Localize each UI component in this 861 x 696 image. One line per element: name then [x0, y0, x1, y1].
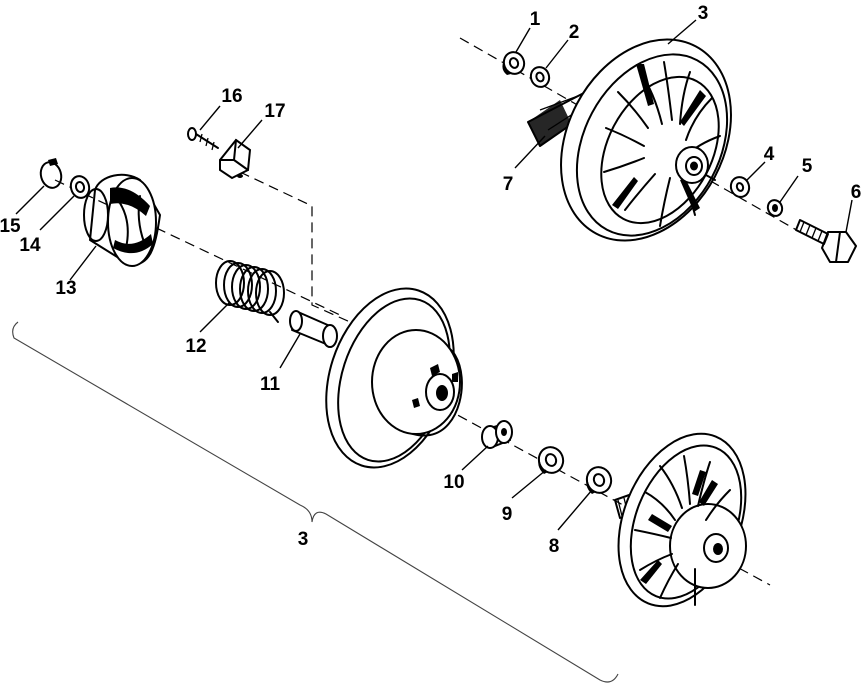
part-4-washer: [729, 176, 751, 198]
part-3-lower-sheave: [614, 432, 747, 608]
part-1-washer: [502, 51, 526, 75]
callout-13: 13: [55, 278, 76, 299]
part-2-washer: [529, 66, 551, 88]
callout-3-upper: 3: [698, 3, 709, 24]
callout-15: 15: [0, 216, 21, 237]
assembly-bracket: [12, 321, 619, 683]
part-9-washer: [537, 446, 565, 474]
part-12-spring: [215, 260, 285, 323]
callout-12: 12: [185, 336, 206, 357]
part-14-washer: [69, 175, 91, 199]
part-17-slider: [219, 138, 252, 180]
callout-16: 16: [221, 86, 242, 107]
callout-17: 17: [264, 101, 285, 122]
part-16-screw: [187, 127, 219, 151]
callout-5: 5: [802, 156, 813, 177]
callout-3-assembly: 3: [298, 529, 309, 550]
part-11-bushing: [289, 310, 338, 348]
leader-lines: [15, 19, 853, 531]
callout-7: 7: [503, 174, 514, 195]
part-8-washer: [585, 466, 613, 494]
callout-2: 2: [569, 22, 580, 43]
part-13-cam: [83, 173, 161, 267]
callout-10: 10: [443, 472, 464, 493]
callout-11: 11: [260, 374, 281, 395]
part-10-bushing: [481, 420, 513, 449]
part-15-snap-ring: [39, 158, 63, 189]
callout-6: 6: [851, 182, 861, 203]
callout-labels: 1 2 3 4 5 6 7 8 9 10 11 12 13 14 15 16 1…: [0, 3, 861, 557]
lower-sheave-fins: [634, 455, 731, 606]
part-5-lock-washer: [766, 199, 784, 217]
part-3-upper-sheave: [560, 38, 732, 242]
callout-1: 1: [530, 9, 541, 30]
part-3-middle-sheave: [325, 287, 463, 469]
callout-14: 14: [19, 235, 41, 256]
callout-4: 4: [764, 144, 775, 165]
callout-9: 9: [502, 504, 513, 525]
callout-8: 8: [549, 536, 560, 557]
